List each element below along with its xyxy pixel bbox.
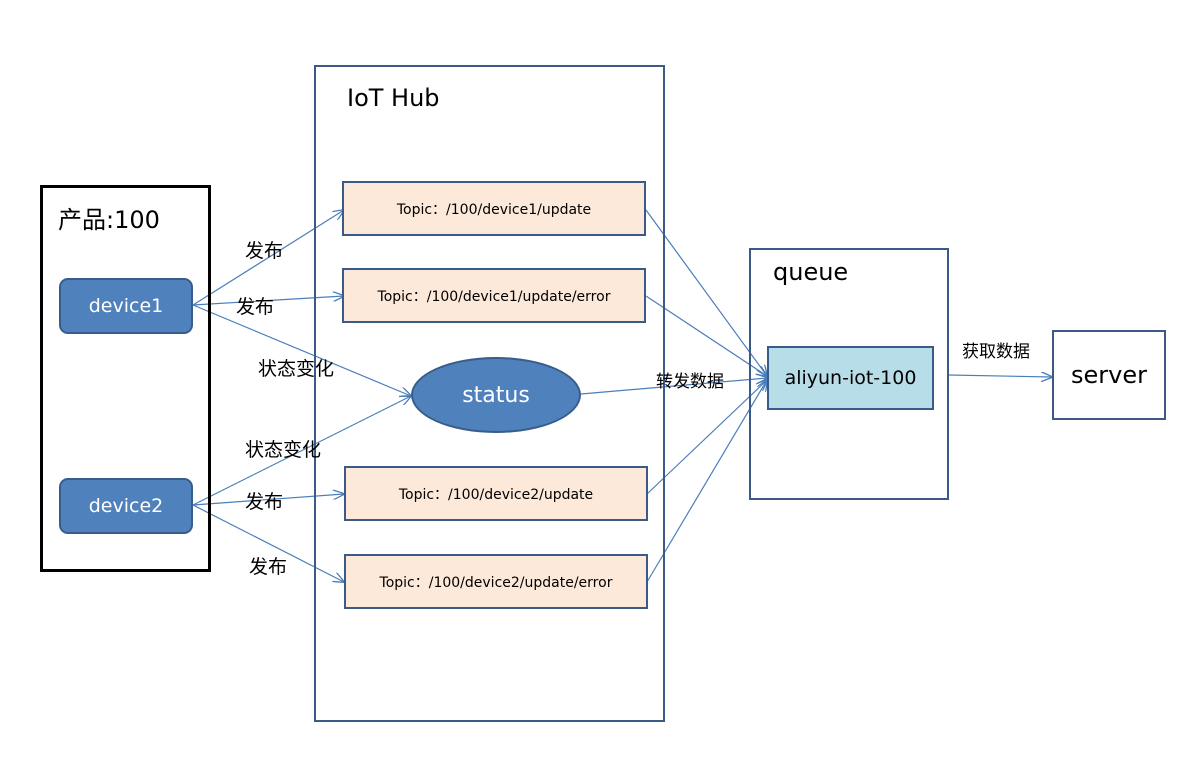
arrow-device2-to-topic3 bbox=[192, 494, 344, 506]
arrow-device1-to-topic1 bbox=[192, 210, 344, 306]
edge-label-publish-1: 发布 bbox=[245, 240, 284, 262]
topic-device2-update: Topic：/100/device2/update bbox=[344, 466, 648, 521]
product-title: 产品:100 bbox=[58, 206, 160, 234]
topic-device1-update: Topic：/100/device1/update bbox=[342, 181, 646, 236]
edge-label-state-change-2: 状态变化 bbox=[245, 439, 322, 461]
iot-hub-frame bbox=[314, 65, 665, 722]
arrow-topic2-to-queue bbox=[645, 295, 767, 376]
device2-node: device2 bbox=[59, 478, 193, 534]
product-frame bbox=[40, 185, 211, 572]
topic-device2-update-error: Topic：/100/device2/update/error bbox=[344, 554, 648, 609]
arrow-device1-to-topic2 bbox=[192, 296, 344, 306]
status-node: status bbox=[411, 357, 581, 433]
queue-item-aliyun-iot-100: aliyun-iot-100 bbox=[767, 346, 934, 410]
edge-label-publish-3: 发布 bbox=[245, 491, 284, 513]
arrow-queue-to-server bbox=[948, 375, 1052, 377]
edge-label-state-change-1: 状态变化 bbox=[258, 358, 335, 380]
edge-label-publish-2: 发布 bbox=[236, 296, 275, 318]
arrow-topic1-to-queue bbox=[645, 209, 767, 376]
device1-node: device1 bbox=[59, 278, 193, 334]
arrow-topic4-to-queue bbox=[646, 380, 767, 583]
arrow-topic3-to-queue bbox=[646, 380, 767, 495]
queue-frame bbox=[749, 248, 949, 500]
edge-label-forward: 转发数据 bbox=[656, 372, 724, 392]
queue-title: queue bbox=[773, 258, 849, 286]
arrow-device2-to-status bbox=[192, 396, 411, 506]
arrow-device1-to-status bbox=[192, 304, 411, 396]
topic-device1-update-error: Topic：/100/device1/update/error bbox=[342, 268, 646, 323]
arrow-status-to-queue bbox=[580, 378, 767, 395]
arrow-device2-to-topic4 bbox=[192, 504, 344, 582]
iot-hub-title: IoT Hub bbox=[347, 84, 440, 112]
edge-label-fetch: 获取数据 bbox=[962, 342, 1030, 362]
edge-label-publish-4: 发布 bbox=[249, 556, 288, 578]
server-node: server bbox=[1052, 330, 1166, 420]
